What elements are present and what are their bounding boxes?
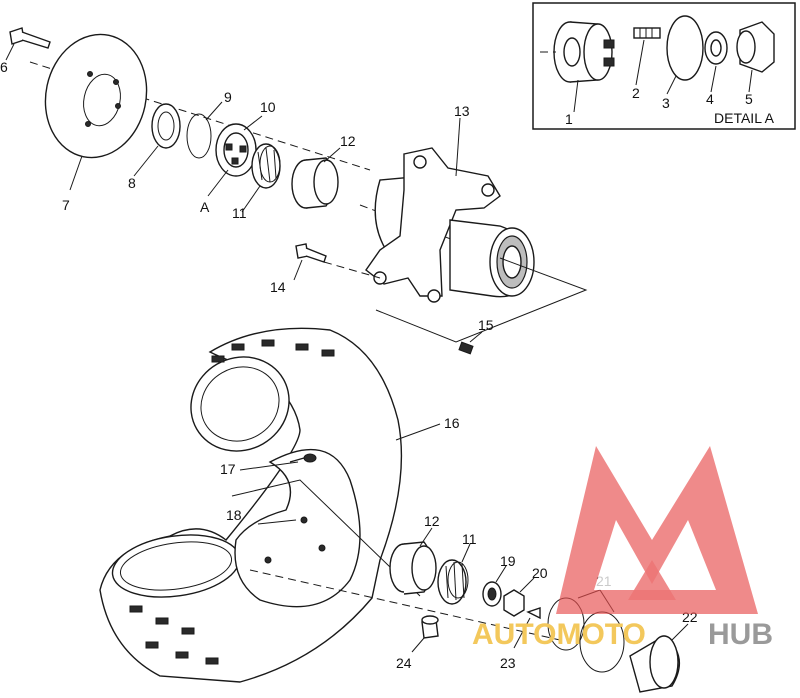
part-18-rim [234,448,361,608]
part-24-grease-fitting [421,615,439,639]
callout-11-lower: 11 [462,531,477,547]
watermark-logo [556,446,758,614]
detail-label-1: 1 [565,111,573,127]
callout-6: 6 [0,59,8,75]
callout-12-lower: 12 [424,513,440,529]
callout-9: 9 [224,89,232,105]
callout-8: 8 [128,175,136,191]
part-8-seal [151,103,181,149]
callout-11-upper: 11 [232,205,247,221]
detail-label-4: 4 [706,91,714,107]
callout-24: 24 [396,655,412,671]
callout-a: A [200,199,210,215]
callout-10: 10 [260,99,276,115]
part-23-cotter-pin [526,607,541,620]
part-6-bolt [9,27,51,49]
watermark-brand-right: HUB [708,618,773,651]
part-13-wheel-hub [365,147,535,303]
part-14-bolt [295,243,327,263]
callout-14: 14 [270,279,286,295]
callout-15: 15 [478,317,494,333]
callout-7: 7 [62,197,70,213]
part-10-hub-sprocket [215,123,257,177]
detail-a-title: DETAIL A [714,110,775,126]
detail-label-2: 2 [632,85,640,101]
watermark-brand-left: AUTOMOTO [472,618,646,651]
detail-part-4 [704,31,728,65]
part-19-washer [482,581,502,607]
callout-16: 16 [444,415,460,431]
detail-a-box: 1 2 3 4 5 DETAIL A [532,2,796,130]
callout-23: 23 [500,655,516,671]
detail-part-5 [736,21,775,73]
part-12-race-upper [291,157,339,209]
part-9-snap-ring [186,113,212,159]
part-12-race-lower [389,541,437,595]
callout-18: 18 [226,507,242,523]
part-20-nut [503,589,525,617]
callout-12-upper: 12 [340,133,356,149]
part-17-valve-stem [289,453,317,463]
detail-label-3: 3 [662,95,670,111]
part-11-bearing-lower [437,559,469,605]
part-15-set-screw [458,341,474,355]
callout-20: 20 [532,565,548,581]
detail-part-2 [633,27,661,39]
detail-part-1 [540,21,615,83]
detail-label-5: 5 [745,91,753,107]
part-11-bearing-upper [251,143,281,189]
axis-line-lower [249,569,561,641]
part-7-brake-disc [44,33,148,159]
part-22-hub-cap [629,635,681,693]
callout-19: 19 [500,553,516,569]
callout-17: 17 [220,461,236,477]
detail-part-3 [666,15,704,81]
callout-13: 13 [454,103,470,119]
